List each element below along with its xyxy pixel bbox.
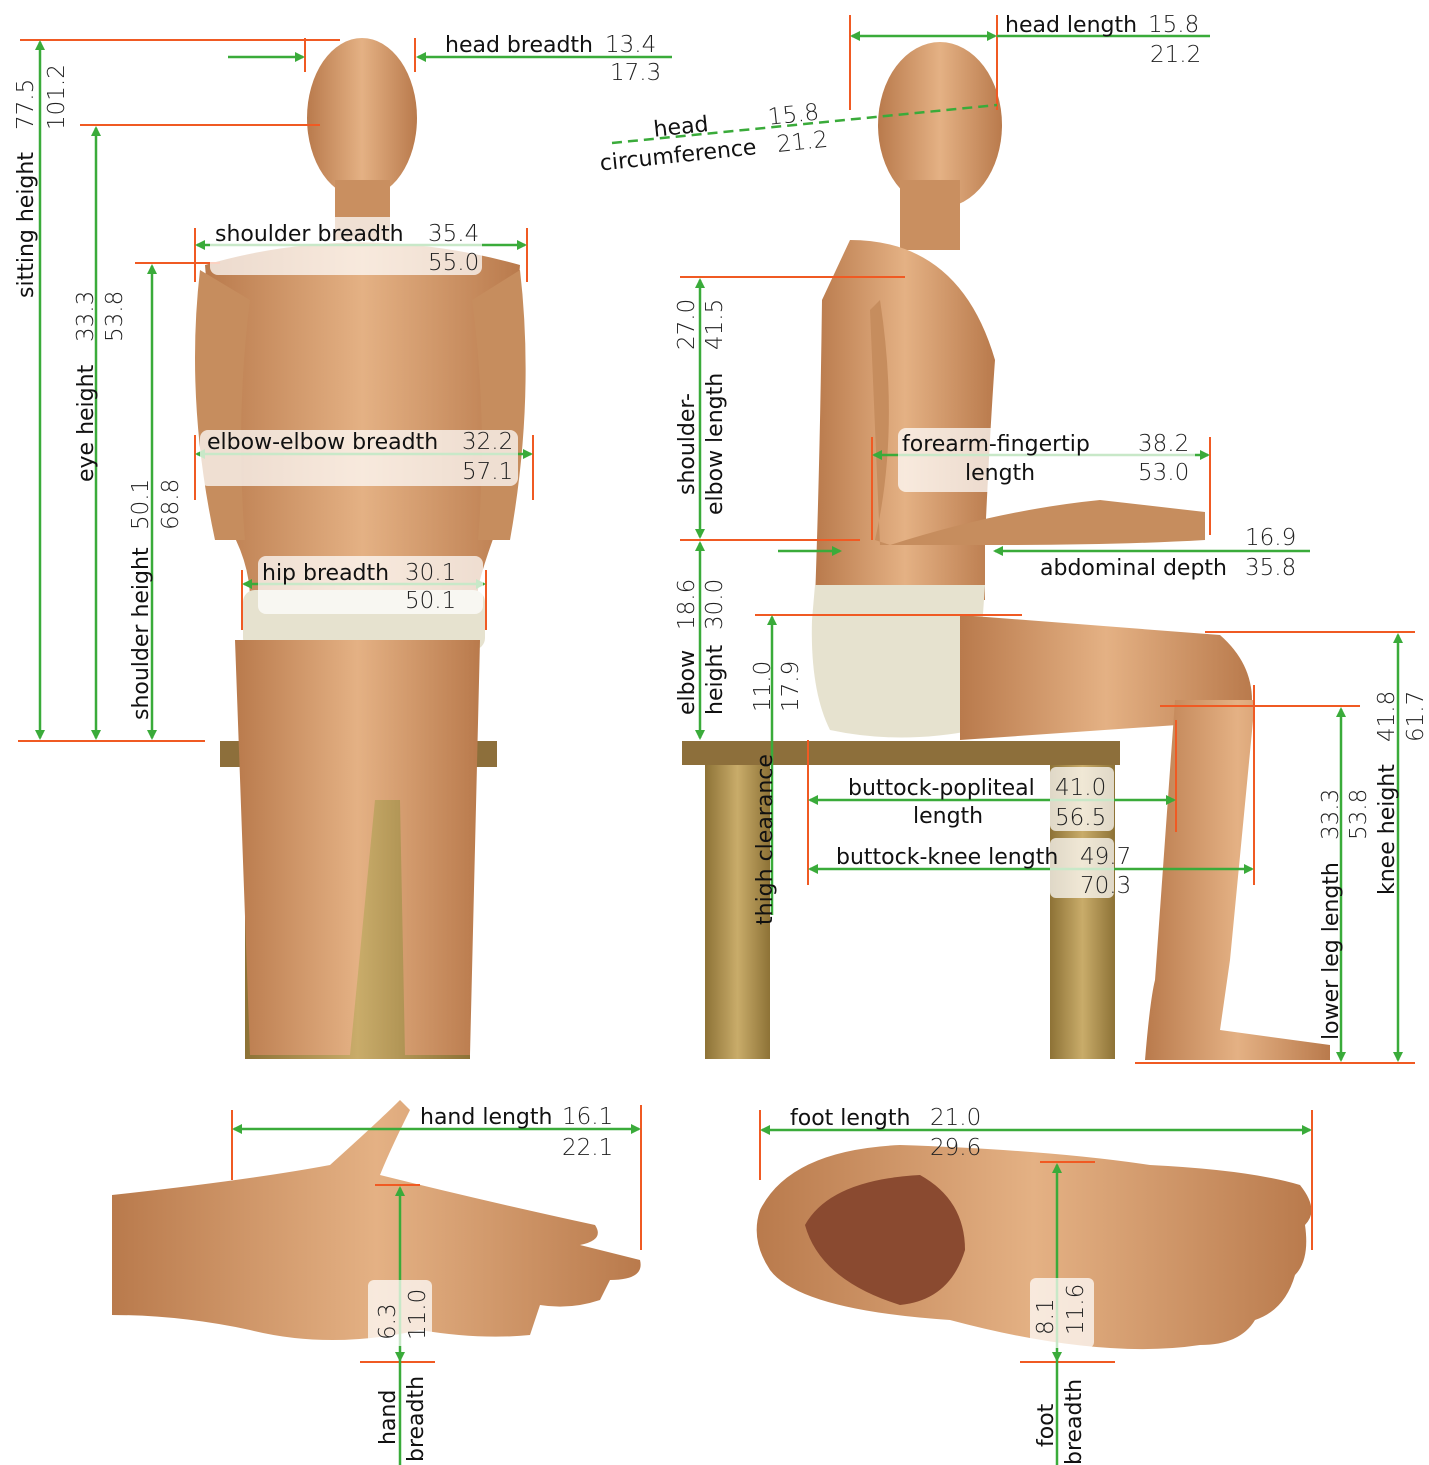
side-lower-leg [1145,700,1330,1060]
shoulder-breadth-label: shoulder breadth [215,222,404,247]
head-circumference-label1: head [652,112,709,143]
foot-breadth-v2: 11.6 [1063,1284,1089,1335]
head-length-v2: 21.2 [1150,42,1201,68]
head-length-label: head length [1005,13,1137,38]
head-breadth-label: head breadth [445,33,593,58]
hand-breadth-label2: breadth [404,1376,429,1462]
foot-length-v1: 21.0 [930,1105,981,1131]
forearm-fingertip-v2: 53.0 [1138,460,1189,486]
eye-height-v2: 53.8 [102,291,128,342]
front-torso [205,243,520,601]
hip-breadth-v1: 30.1 [405,560,456,586]
shoulder-elbow-label1: shoulder- [675,393,700,495]
shoulder-breadth-v1: 35.4 [428,221,479,247]
abdominal-depth-v2: 35.8 [1245,555,1296,581]
foot-length-label: foot length [790,1106,910,1131]
foot-length-v2: 29.6 [930,1135,981,1161]
buttock-popliteal-v1: 41.0 [1055,775,1106,801]
hand-length-v1: 16.1 [562,1104,613,1130]
elbow-height-label2: height [703,645,728,715]
front-head [307,38,417,198]
knee-height-v2: 61.7 [1403,691,1429,742]
forearm-fingertip-v1: 38.2 [1138,431,1189,457]
side-neck [900,180,960,250]
elbow-height-label1: elbow [675,650,700,715]
forearm-fingertip-label2: length [965,461,1035,486]
side-stool-top [682,741,1120,765]
eye-height-v1: 33.3 [73,291,99,342]
elbow-elbow-breadth-v1: 32.2 [462,429,513,455]
head-length-v1: 15.8 [1148,12,1199,38]
hand-breadth-v1: 6.3 [375,1303,401,1340]
lower-leg-length-label: lower leg length [1319,862,1344,1040]
sitting-height-v1: 77.5 [13,79,39,130]
foot-breadth-label1: foot [1034,1403,1059,1447]
knee-height-label: knee height [1375,764,1400,895]
elbow-elbow-breadth-label: elbow-elbow breadth [207,430,438,455]
buttock-knee-v1: 49.7 [1080,844,1131,870]
hand-breadth-v2: 11.0 [405,1289,431,1340]
thigh-clearance-label: thigh clearance [753,754,778,925]
thigh-clearance-v1: 11.0 [750,661,776,712]
front-seated-figure [195,38,526,1059]
shoulder-height-v2: 68.8 [158,479,184,530]
buttock-popliteal-label2: length [913,804,983,829]
head-circumference-v1: 15.8 [767,99,821,130]
head-breadth-v2: 17.3 [610,60,661,86]
thigh-clearance-v2: 17.9 [778,661,804,712]
lower-leg-length-v2: 53.8 [1346,789,1372,840]
forearm-fingertip-label1: forearm-fingertip [902,432,1090,457]
head-breadth-v1: 13.4 [605,32,656,58]
hand-length-label: hand length [420,1105,552,1130]
head-circumference-label2: circumference [599,135,758,176]
hip-breadth-v2: 50.1 [405,588,456,614]
sitting-height-label: sitting height [14,152,39,298]
abdominal-depth-label: abdominal depth [1040,556,1227,581]
head-circumference-v2: 21.2 [776,127,830,158]
shoulder-elbow-v2: 41.5 [702,299,728,350]
shoulder-elbow-label2: elbow length [703,373,728,515]
sitting-height-v2: 101.2 [44,64,70,130]
foot-breadth-label2: breadth [1062,1379,1087,1465]
buttock-knee-label: buttock-knee length [836,845,1058,870]
shoulder-breadth-v2: 55.0 [428,250,479,276]
eye-height-label: eye height [74,364,99,482]
buttock-popliteal-label1: buttock-popliteal [848,776,1035,801]
shoulder-elbow-v1: 27.0 [674,299,700,350]
elbow-elbow-breadth-v2: 57.1 [462,459,513,485]
shoulder-height-label: shoulder height [129,547,154,720]
buttock-knee-v2: 70.3 [1080,873,1131,899]
elbow-height-v1: 18.6 [674,579,700,630]
hand-breadth-label1: hand [376,1390,401,1445]
side-torso [815,240,995,600]
side-underwear [812,585,985,738]
abdominal-depth-v1: 16.9 [1245,525,1296,551]
hip-breadth-label: hip breadth [262,561,389,586]
elbow-height-v2: 30.0 [702,579,728,630]
hand-length-v2: 22.1 [562,1135,613,1161]
foot-breadth-v1: 8.1 [1033,1298,1059,1335]
knee-height-v1: 41.8 [1374,691,1400,742]
lower-leg-length-v1: 33.3 [1318,789,1344,840]
shoulder-height-v1: 50.1 [128,479,154,530]
buttock-popliteal-v2: 56.5 [1055,805,1106,831]
